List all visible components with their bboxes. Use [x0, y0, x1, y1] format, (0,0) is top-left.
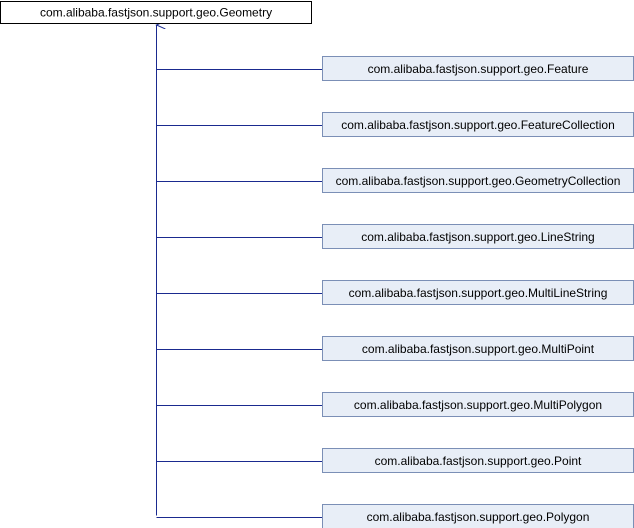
derived-class-label: com.alibaba.fastjson.support.geo.Feature…: [341, 118, 615, 132]
derived-class-box: [322, 280, 634, 305]
derived-class-label: com.alibaba.fastjson.support.geo.LineStr…: [361, 230, 594, 244]
derived-class-node[interactable]: com.alibaba.fastjson.support.geo.MultiLi…: [322, 280, 634, 305]
derived-class-label: com.alibaba.fastjson.support.geo.Polygon: [367, 510, 590, 524]
derived-class-box: [322, 392, 634, 417]
derived-class-box: [322, 56, 634, 81]
derived-class-label: com.alibaba.fastjson.support.geo.MultiLi…: [349, 286, 608, 300]
derived-class-node[interactable]: com.alibaba.fastjson.support.geo.Geometr…: [322, 168, 634, 193]
base-class-box: [0, 1, 312, 24]
derived-class-node[interactable]: com.alibaba.fastjson.support.geo.LineStr…: [322, 224, 634, 249]
derived-class-label: com.alibaba.fastjson.support.geo.Feature: [368, 62, 589, 76]
base-class-label: com.alibaba.fastjson.support.geo.Geometr…: [40, 6, 272, 20]
derived-class-label: com.alibaba.fastjson.support.geo.MultiPo…: [362, 342, 595, 356]
derived-class-list: com.alibaba.fastjson.support.geo.Feature…: [156, 56, 634, 528]
derived-class-label: com.alibaba.fastjson.support.geo.Geometr…: [336, 174, 621, 188]
base-class-node[interactable]: com.alibaba.fastjson.support.geo.Geometr…: [0, 1, 312, 24]
derived-class-label: com.alibaba.fastjson.support.geo.MultiPo…: [354, 398, 602, 412]
derived-class-node[interactable]: com.alibaba.fastjson.support.geo.Feature: [322, 56, 634, 81]
derived-class-node[interactable]: com.alibaba.fastjson.support.geo.MultiPo…: [322, 336, 634, 361]
derived-class-node[interactable]: com.alibaba.fastjson.support.geo.Point: [322, 448, 634, 473]
derived-class-node[interactable]: com.alibaba.fastjson.support.geo.Polygon: [322, 504, 634, 528]
derived-class-node[interactable]: com.alibaba.fastjson.support.geo.Feature…: [322, 112, 634, 137]
derived-class-label: com.alibaba.fastjson.support.geo.Point: [375, 454, 582, 468]
derived-class-node[interactable]: com.alibaba.fastjson.support.geo.MultiPo…: [322, 392, 634, 417]
derived-class-box: [322, 336, 634, 361]
derived-class-box: [322, 168, 634, 193]
